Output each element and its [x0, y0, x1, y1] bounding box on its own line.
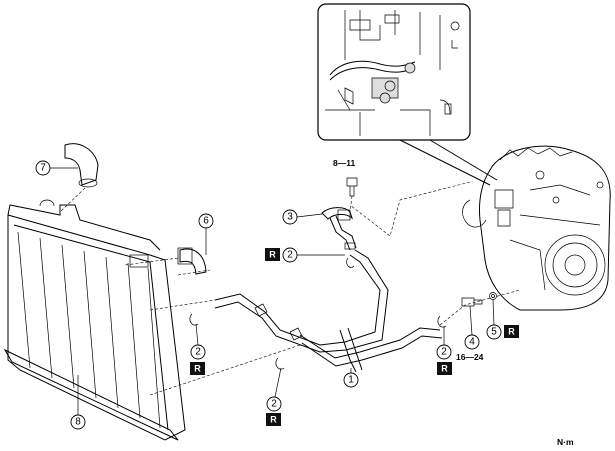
svg-text:R: R [270, 415, 277, 425]
replace-mark-hose-clamp: R [265, 248, 280, 261]
replace-mark-left-clamp: R [190, 362, 205, 375]
svg-text:5: 5 [491, 327, 497, 338]
replace-mark-right-clamp: R [437, 362, 452, 375]
svg-text:6: 6 [203, 216, 209, 227]
callout-5: 5 [486, 299, 502, 340]
torque-bolt: 8—11 [333, 158, 355, 168]
sealing-washer [489, 292, 497, 300]
svg-text:1: 1 [348, 375, 354, 386]
callout-3: 3 [282, 209, 323, 225]
callout-2-left: 2 [190, 323, 206, 360]
torque-unit: N·m [557, 437, 574, 447]
oil-hose [321, 207, 357, 251]
mounting-bolt [346, 177, 358, 213]
svg-text:R: R [508, 327, 515, 337]
svg-text:7: 7 [40, 163, 46, 174]
replace-mark-lower-clamp: R [266, 413, 281, 426]
svg-text:4: 4 [469, 337, 475, 348]
callout-6: 6 [198, 213, 214, 255]
torque-union-bolt: 16—24 [456, 352, 484, 362]
callout-4: 4 [464, 305, 480, 350]
svg-text:2: 2 [287, 250, 293, 261]
callout-2-hose: 2 [282, 247, 345, 263]
svg-text:8: 8 [75, 417, 81, 428]
svg-text:2: 2 [271, 399, 277, 410]
svg-text:R: R [194, 364, 201, 374]
callout-8: 8 [70, 375, 86, 430]
replace-mark-washer: R [504, 325, 519, 338]
transaxle [349, 145, 611, 311]
oil-cooler-pipe [214, 249, 443, 373]
clamp [189, 257, 447, 370]
detail-inset [317, 3, 471, 141]
svg-text:R: R [441, 364, 448, 374]
callout-7: 7 [35, 160, 78, 176]
radiator-outlet-hose [124, 247, 207, 275]
svg-text:3: 3 [287, 212, 293, 223]
callout-2-right: 2 [436, 326, 452, 360]
svg-text:2: 2 [441, 347, 447, 358]
svg-text:2: 2 [195, 347, 201, 358]
callout-1: 1 [343, 368, 359, 388]
svg-text:R: R [269, 250, 276, 260]
callout-2-lower: 2 [266, 367, 282, 412]
radiator-upper-hose [59, 143, 99, 213]
radiator [3, 199, 186, 441]
